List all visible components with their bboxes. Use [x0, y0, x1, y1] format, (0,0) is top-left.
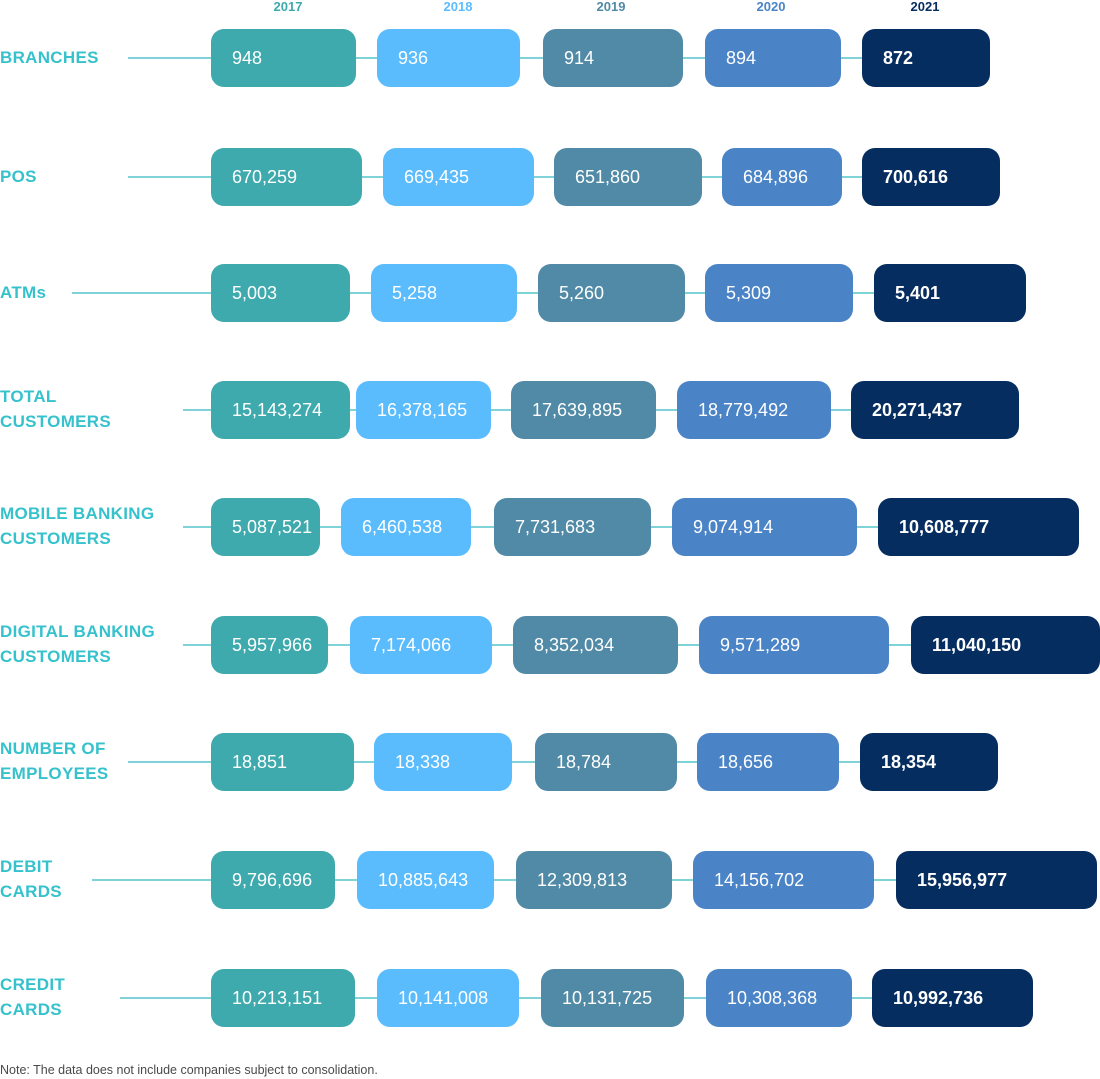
value-pill-number-of-employees-2021: 18,354 — [860, 733, 998, 791]
row-label-debit-cards: DEBIT CARDS — [0, 857, 62, 901]
year-header-2017: 2017 — [273, 0, 303, 14]
year-header-2019: 2019 — [596, 0, 626, 14]
year-header-2021: 2021 — [910, 0, 940, 14]
row-label-total-customers: TOTAL CUSTOMERS — [0, 387, 112, 431]
value-pill-debit-cards-2017: 9,796,696 — [211, 851, 335, 909]
value-pill-branches-2021: 872 — [862, 29, 990, 87]
value-pill-mobile-banking-customers-2019: 7,731,683 — [494, 498, 651, 556]
value-pill-number-of-employees-2019: 18,784 — [535, 733, 677, 791]
value-pill-credit-cards-2017: 10,213,151 — [211, 969, 355, 1027]
value-pill-total-customers-2019: 17,639,895 — [511, 381, 656, 439]
value-pill-pos-2021: 700,616 — [862, 148, 1000, 206]
value-pill-branches-2017: 948 — [211, 29, 356, 87]
footnote: Note: The data does not include companie… — [0, 1063, 378, 1077]
value-pill-total-customers-2018: 16,378,165 — [356, 381, 491, 439]
year-header-2020: 2020 — [756, 0, 786, 14]
value-pill-digital-banking-customers-2021: 11,040,150 — [911, 616, 1100, 674]
value-pill-debit-cards-2018: 10,885,643 — [357, 851, 494, 909]
value-pill-total-customers-2021: 20,271,437 — [851, 381, 1019, 439]
value-pill-total-customers-2020: 18,779,492 — [677, 381, 831, 439]
value-pill-mobile-banking-customers-2021: 10,608,777 — [878, 498, 1079, 556]
value-pill-mobile-banking-customers-2020: 9,074,914 — [672, 498, 857, 556]
year-header-2018: 2018 — [443, 0, 473, 14]
value-pill-digital-banking-customers-2017: 5,957,966 — [211, 616, 328, 674]
value-pill-pos-2018: 669,435 — [383, 148, 534, 206]
value-pill-digital-banking-customers-2019: 8,352,034 — [513, 616, 678, 674]
value-pill-atms-2021: 5,401 — [874, 264, 1026, 322]
value-pill-branches-2020: 894 — [705, 29, 841, 87]
value-pill-atms-2020: 5,309 — [705, 264, 853, 322]
value-pill-number-of-employees-2020: 18,656 — [697, 733, 839, 791]
value-pill-debit-cards-2020: 14,156,702 — [693, 851, 874, 909]
row-label-pos: POS — [0, 166, 37, 186]
value-pill-debit-cards-2019: 12,309,813 — [516, 851, 672, 909]
value-pill-branches-2019: 914 — [543, 29, 683, 87]
value-pill-debit-cards-2021: 15,956,977 — [896, 851, 1097, 909]
value-pill-atms-2018: 5,258 — [371, 264, 517, 322]
row-label-digital-banking-customers: DIGITAL BANKING CUSTOMERS — [0, 622, 155, 666]
value-pill-mobile-banking-customers-2017: 5,087,521 — [211, 498, 320, 556]
value-pill-credit-cards-2020: 10,308,368 — [706, 969, 852, 1027]
value-pill-digital-banking-customers-2020: 9,571,289 — [699, 616, 889, 674]
row-label-number-of-employees: NUMBER OF EMPLOYEES — [0, 739, 109, 783]
value-pill-branches-2018: 936 — [377, 29, 520, 87]
row-label-credit-cards: CREDIT CARDS — [0, 975, 66, 1019]
value-pill-credit-cards-2019: 10,131,725 — [541, 969, 684, 1027]
value-pill-atms-2017: 5,003 — [211, 264, 350, 322]
row-label-branches: BRANCHES — [0, 47, 99, 67]
value-pill-mobile-banking-customers-2018: 6,460,538 — [341, 498, 471, 556]
value-pill-pos-2017: 670,259 — [211, 148, 362, 206]
value-pill-pos-2020: 684,896 — [722, 148, 842, 206]
value-pill-total-customers-2017: 15,143,274 — [211, 381, 350, 439]
value-pill-number-of-employees-2017: 18,851 — [211, 733, 354, 791]
value-pill-digital-banking-customers-2018: 7,174,066 — [350, 616, 492, 674]
value-pill-number-of-employees-2018: 18,338 — [374, 733, 512, 791]
value-pill-credit-cards-2018: 10,141,008 — [377, 969, 519, 1027]
value-pill-credit-cards-2021: 10,992,736 — [872, 969, 1033, 1027]
row-label-mobile-banking-customers: MOBILE BANKING CUSTOMERS — [0, 504, 155, 548]
value-pill-atms-2019: 5,260 — [538, 264, 685, 322]
value-pill-pos-2019: 651,860 — [554, 148, 702, 206]
row-label-atms: ATMs — [0, 282, 47, 302]
